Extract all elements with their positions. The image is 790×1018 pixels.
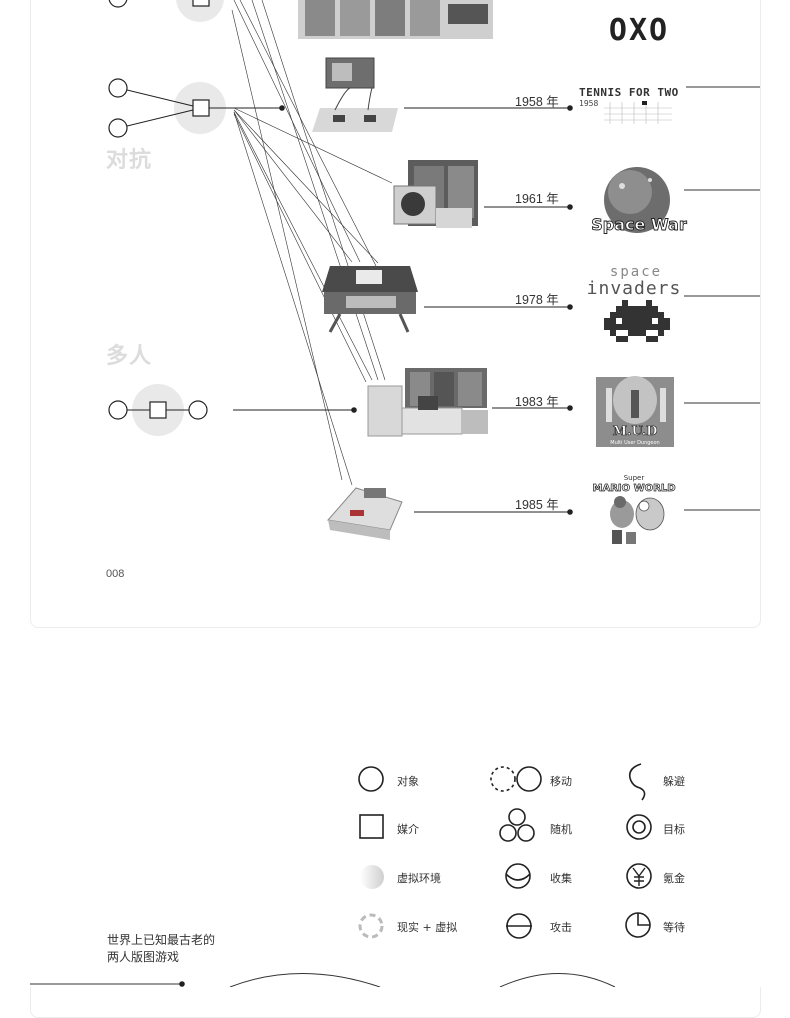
pdp1-computer-image — [393, 160, 478, 228]
svg-text:Multi User Dungeon: Multi User Dungeon — [610, 440, 659, 446]
right-edge-lines — [684, 86, 760, 511]
page-number: 008 — [106, 568, 125, 580]
oscilloscope-image — [312, 57, 398, 132]
random-icon — [499, 808, 535, 842]
svg-text:Space War: Space War — [591, 215, 687, 234]
spacewar-logo: Space War — [591, 167, 687, 234]
real-virtual-icon — [358, 913, 384, 939]
space-invaders-logo: space invaders — [587, 264, 682, 342]
legend-label: 躲避 — [663, 775, 685, 788]
mario-world-logo: Super MARIO WORLD — [592, 474, 676, 544]
node-single-top — [108, 0, 224, 22]
svg-text:1958: 1958 — [579, 99, 598, 108]
virtual-env-icon — [360, 865, 384, 889]
yen-icon — [626, 863, 652, 889]
node-multiplayer — [108, 384, 357, 436]
svg-text:invaders: invaders — [587, 278, 682, 299]
svg-text:TENNIS FOR TWO: TENNIS FOR TWO — [579, 86, 679, 99]
target-icon — [626, 814, 652, 840]
connection-lines — [231, 0, 393, 486]
category-versus-label: 对抗 — [106, 148, 153, 173]
legend-label: 等待 — [663, 921, 685, 934]
tennis-for-two-logo: TENNIS FOR TWO 1958 — [579, 86, 679, 124]
svg-text:MARIO WORLD: MARIO WORLD — [593, 483, 676, 494]
year-label: 1985 年 — [515, 498, 559, 512]
legend-label: 收集 — [550, 872, 572, 885]
year-label: 1961 年 — [515, 192, 559, 206]
year-label: 1983 年 — [515, 395, 559, 409]
timeline-dots — [567, 105, 573, 515]
arcade-cabinet-image — [322, 266, 418, 333]
mud-logo: M.U.D Multi User Dungeon — [596, 376, 674, 447]
legend-label: 随机 — [550, 823, 572, 836]
legend-label: 攻击 — [550, 921, 572, 934]
caption-line: 世界上已知最古老的 — [107, 933, 216, 947]
svg-text:OXO: OXO — [609, 13, 669, 48]
svg-text:M.U.D: M.U.D — [613, 424, 658, 439]
bottom-partial-shapes — [30, 973, 616, 987]
legend-label: 移动 — [550, 775, 572, 788]
attack-icon — [506, 913, 532, 939]
mud-mainframe-image — [367, 368, 488, 437]
game-timeline-diagram: OXO TENNIS FOR TWO 1958 Space War space … — [30, 0, 760, 987]
square-icon — [359, 814, 384, 839]
year-label: 1978 年 — [515, 293, 559, 307]
year-label: 1958 年 — [515, 95, 559, 109]
move-icon — [490, 766, 516, 792]
legend-label: 媒介 — [397, 823, 419, 836]
wait-icon — [625, 912, 651, 938]
legend-label: 目标 — [663, 823, 685, 836]
node-versus — [108, 78, 285, 138]
legend-label: 氪金 — [663, 872, 685, 885]
circle-icon — [358, 766, 384, 792]
svg-text:Super: Super — [624, 474, 645, 482]
legend-label: 对象 — [397, 775, 419, 788]
legend-label: 虚拟环境 — [397, 872, 441, 885]
timeline-connectors — [404, 107, 570, 513]
invader-sprite-icon — [604, 300, 670, 342]
collect-icon — [505, 863, 531, 889]
legend-icons — [358, 763, 652, 939]
caption-line: 两人版图游戏 — [107, 950, 180, 964]
category-multiplayer-label: 多人 — [106, 344, 153, 369]
legend-label: 现实 + 虚拟 — [397, 921, 458, 934]
oldest-game-caption: 世界上已知最古老的 两人版图游戏 — [107, 932, 247, 966]
svg-text:space: space — [610, 264, 662, 280]
dodge-icon — [628, 763, 646, 801]
famicom-console-image — [327, 487, 403, 540]
edsac-computer-image — [298, 0, 493, 39]
oxo-logo: OXO — [596, 12, 682, 48]
